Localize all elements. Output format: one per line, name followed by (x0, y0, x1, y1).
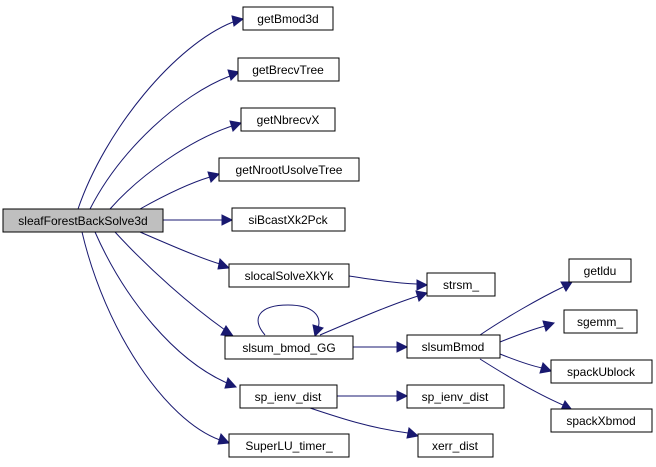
node-getNbrecvX[interactable]: getNbrecvX (240, 107, 336, 132)
arrowhead-sp_ienv_dist-2 (396, 390, 409, 402)
node-getNrootUsolveTree-box (218, 157, 360, 182)
node-strsm_-label: strsm_ (443, 278, 479, 292)
node-getBmod3d-label: getBmod3d (257, 12, 318, 26)
nodes: sleafForestBackSolve3d getBmod3d getBrec… (2, 6, 653, 458)
edge-sp_ienv_dist-xerr_dist (309, 407, 409, 434)
edge-slsumBmod-sgemm_ (499, 325, 546, 343)
node-getNrootUsolveTree-label: getNrootUsolveTree (236, 163, 343, 177)
node-sgemm_-label: sgemm_ (577, 315, 623, 329)
node-siBcastXk2Pck[interactable]: siBcastXk2Pck (231, 207, 346, 232)
edge-root-sp_ienv_dist (94, 231, 228, 384)
node-spackXbmod[interactable]: spackXbmod (550, 408, 653, 433)
arrowhead-xerr_dist (406, 427, 420, 439)
node-getNbrecvX-label: getNbrecvX (257, 113, 320, 127)
edge-root-getBrecvTree (89, 75, 231, 210)
edge-root-getNbrecvX (109, 125, 233, 210)
node-strsm_[interactable]: strsm_ (426, 272, 496, 297)
node-spackUblock[interactable]: spackUblock (550, 359, 653, 384)
edge-root-getBmod3d (77, 21, 234, 210)
node-root-box (2, 208, 164, 233)
node-xerr_dist-box (417, 433, 494, 458)
node-slocalSolveXkYk-box (228, 263, 350, 288)
edge-root-SuperLU_timer_ (81, 231, 221, 441)
edge-slsum_bmod_GG-strsm_ (319, 295, 419, 336)
node-strsm_-box (426, 272, 496, 297)
arrowhead-getBmod3d (231, 15, 245, 27)
edge-root-slsum_bmod_GG (114, 231, 226, 331)
node-slsumBmod-box (406, 334, 501, 359)
node-root-label: sleafForestBackSolve3d (18, 214, 147, 228)
node-getBmod3d[interactable]: getBmod3d (242, 6, 334, 31)
node-xerr_dist-label: xerr_dist (432, 439, 479, 453)
node-getBmod3d-box (242, 6, 334, 31)
node-getNbrecvX-box (240, 107, 336, 132)
arrowhead-getldu (560, 281, 573, 292)
node-getBrecvTree-label: getBrecvTree (252, 63, 324, 77)
node-spackUblock-label: spackUblock (567, 365, 636, 379)
edge-root-getNrootUsolveTree (139, 176, 211, 210)
arrowhead-self-loop (312, 324, 324, 338)
arrowhead-slsumBmod (396, 341, 409, 353)
node-slsum_bmod_GG[interactable]: slsum_bmod_GG (224, 335, 354, 360)
node-slsumBmod-label: slsumBmod (422, 340, 485, 354)
edge-slsumBmod-spackUblock (499, 353, 543, 369)
arrowhead-getNrootUsolveTree (207, 171, 221, 183)
edge-slocalSolveXkYk-strsm_ (348, 275, 418, 285)
edges (77, 15, 574, 445)
node-getBrecvTree-box (237, 57, 340, 82)
arrowhead-siBcastXk2Pck (221, 214, 234, 226)
node-getBrecvTree[interactable]: getBrecvTree (237, 57, 340, 82)
node-xerr_dist[interactable]: xerr_dist (417, 433, 494, 458)
arrowhead-SuperLU_timer_ (217, 432, 231, 445)
node-sp_ienv_dist-2-box (406, 384, 505, 409)
node-getldu-label: getldu (584, 264, 617, 278)
arrowhead-slocalSolveXkYk (217, 257, 231, 270)
node-spackXbmod-box (550, 408, 653, 433)
node-root[interactable]: sleafForestBackSolve3d (2, 208, 164, 233)
arrowhead-strsm_-2 (415, 290, 429, 302)
arrowhead-spackUblock (539, 362, 553, 374)
node-slocalSolveXkYk-label: slocalSolveXkYk (245, 269, 335, 283)
node-getldu[interactable]: getldu (568, 258, 632, 283)
node-sgemm_-box (563, 309, 638, 334)
node-spackXbmod-label: spackXbmod (566, 414, 635, 428)
node-slocalSolveXkYk[interactable]: slocalSolveXkYk (228, 263, 350, 288)
edge-slsumBmod-spackXbmod (479, 358, 564, 406)
arrowhead-sgemm_ (542, 320, 556, 332)
edge-slsum_bmod_GG-self (257, 304, 320, 336)
node-slsum_bmod_GG-box (224, 335, 354, 360)
edge-root-slocalSolveXkYk (139, 231, 221, 265)
arrowhead-strsm_-1 (416, 279, 429, 291)
node-slsumBmod[interactable]: slsumBmod (406, 334, 501, 359)
node-SuperLU_timer_[interactable]: SuperLU_timer_ (228, 433, 350, 458)
node-getNrootUsolveTree[interactable]: getNrootUsolveTree (218, 157, 360, 182)
node-sp_ienv_dist-1[interactable]: sp_ienv_dist (239, 384, 338, 409)
node-getldu-box (568, 258, 632, 283)
arrowhead-slsum_bmod_GG (220, 325, 235, 337)
node-sp_ienv_dist-2-label: sp_ienv_dist (422, 390, 489, 404)
node-siBcastXk2Pck-label: siBcastXk2Pck (248, 213, 328, 227)
edge-slsumBmod-getldu (479, 286, 564, 336)
node-sp_ienv_dist-1-box (239, 384, 338, 409)
node-slsum_bmod_GG-label: slsum_bmod_GG (242, 341, 335, 355)
arrowhead-sp_ienv_dist (224, 376, 238, 389)
node-SuperLU_timer_-box (228, 433, 350, 458)
arrowhead-getBrecvTree (227, 69, 241, 81)
node-siBcastXk2Pck-box (231, 207, 346, 232)
node-spackUblock-box (550, 359, 653, 384)
node-sgemm_[interactable]: sgemm_ (563, 309, 638, 334)
node-sp_ienv_dist-2[interactable]: sp_ienv_dist (406, 384, 505, 409)
node-sp_ienv_dist-1-label: sp_ienv_dist (255, 390, 322, 404)
node-SuperLU_timer_-label: SuperLU_timer_ (245, 439, 333, 453)
arrowhead-getNbrecvX (229, 120, 243, 132)
